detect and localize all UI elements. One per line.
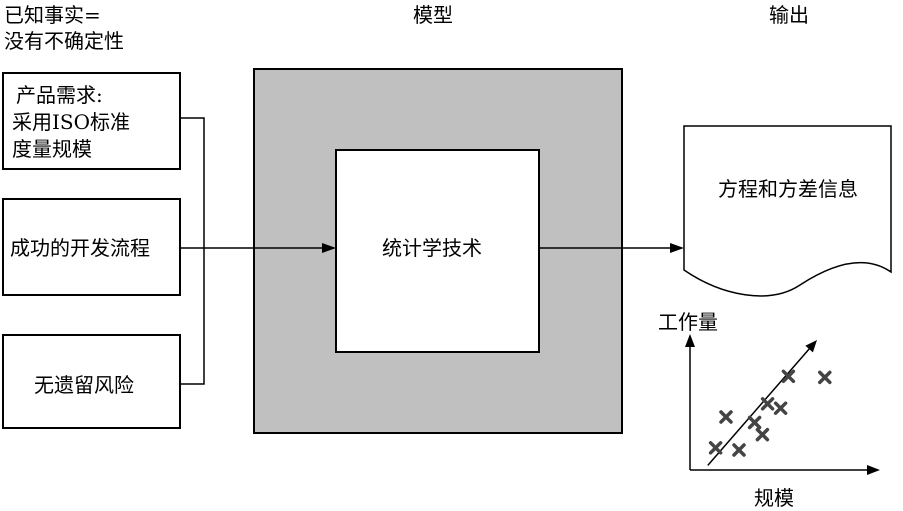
scatter-point xyxy=(755,427,770,442)
scatter-point xyxy=(773,401,788,415)
scatter-y-axis-arrow xyxy=(685,334,695,347)
input-bracket xyxy=(181,117,205,385)
model-heading: 模型 xyxy=(413,3,453,27)
scatter-trend-line xyxy=(707,347,811,466)
model-inner-box xyxy=(335,149,540,353)
input-requirements-line3: 度量规模 xyxy=(12,137,92,161)
arrow-to-output-head xyxy=(670,243,684,253)
scatter-point xyxy=(719,410,733,424)
scatter-point xyxy=(781,369,796,384)
known-facts-label-line1: 已知事实= xyxy=(4,3,101,27)
known-facts-label-line2: 没有不确定性 xyxy=(4,29,124,53)
input-box-risk: 无遗留风险 xyxy=(2,334,181,429)
input-risk-label: 无遗留风险 xyxy=(34,373,134,397)
output-document-label: 方程和方差信息 xyxy=(718,177,858,201)
scatter-point xyxy=(708,441,723,455)
scatter-point xyxy=(818,370,832,385)
input-box-process: 成功的开发流程 xyxy=(2,198,181,296)
input-requirements-line2: 采用ISO标准 xyxy=(12,110,130,134)
arrow-to-model-head xyxy=(322,243,336,253)
output-document xyxy=(683,125,892,297)
output-heading: 输出 xyxy=(769,3,809,27)
scatter-point xyxy=(732,443,746,457)
scatter-plot xyxy=(685,334,880,475)
scatter-x-axis-arrow xyxy=(867,465,880,475)
scatter-y-axis-label: 工作量 xyxy=(658,310,718,334)
input-requirements-line1: 产品需求: xyxy=(16,83,103,107)
scatter-point xyxy=(760,397,775,411)
scatter-trend-arrow xyxy=(805,340,817,353)
scatter-point xyxy=(747,415,762,430)
input-box-requirements: 产品需求: 采用ISO标准 度量规模 xyxy=(2,72,181,170)
input-process-label: 成功的开发流程 xyxy=(10,236,150,260)
model-core-label: 统计学技术 xyxy=(382,236,482,260)
scatter-x-axis-label: 规模 xyxy=(754,486,794,510)
